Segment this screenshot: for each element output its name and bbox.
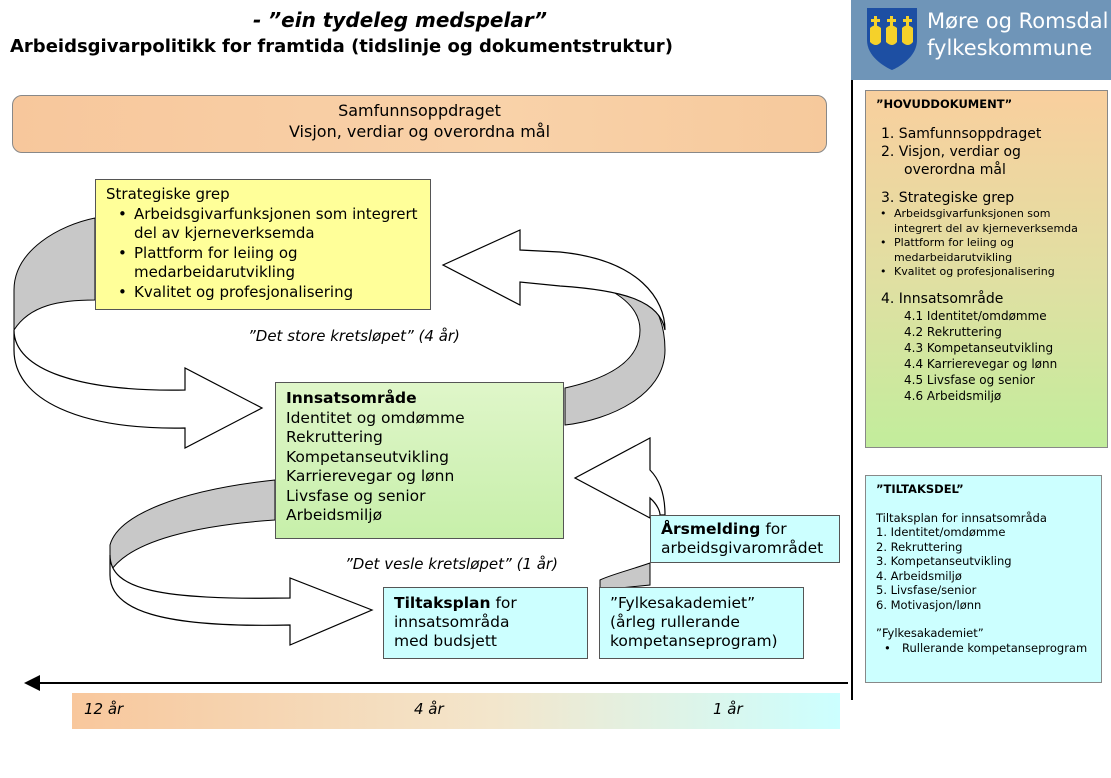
innsatsomrade-box: Innsatsområde Identitet og omdømme Rekru… [275, 382, 564, 539]
cycle-arrows [13, 217, 848, 691]
hovud-bullet: •Plattform for leiing og medarbeidarutvi… [880, 236, 1014, 264]
hovud-bullet: •Kvalitet og profesjonalisering [880, 265, 1055, 278]
innsats-item: Kompetanseutvikling [286, 447, 449, 466]
timeline-4-years: 4 år [414, 700, 444, 718]
hovud-item-2b: overordna mål [904, 162, 1006, 178]
hovud-item-2: 2. Visjon, verdiar og [881, 144, 1021, 160]
innsats-item: Arbeidsmiljø [286, 506, 383, 524]
tiltaksdel-item: 2. Rekruttering [876, 539, 963, 554]
innsats-item: Karrierevegar og lønn [286, 467, 455, 485]
strategiske-item: Kvalitet og profesjonalisering [106, 283, 420, 303]
hovud-item-4: 4. Innsatsområde [881, 290, 1004, 307]
fylke-line2: (årleg rullerande [610, 613, 740, 631]
hovud-sub: 4.5 Livsfase og senior [904, 372, 1035, 387]
tiltaksplan-bold: Tiltaksplan [394, 594, 491, 612]
innsats-item: Livsfase og senior [286, 486, 426, 505]
small-loop-band-right [599, 562, 651, 591]
tiltaksdel-item: 1. Identitet/omdømme [876, 525, 1006, 539]
big-loop-arrow-right [441, 229, 666, 331]
tiltaksplan-rest: for [490, 594, 517, 612]
tiltaksplan-line3: med budsjett [394, 632, 497, 650]
hovud-sub: 4.2 Rekruttering [904, 324, 1002, 339]
hovuddokument-panel: ”HOVUDDOKUMENT” 1. Samfunnsoppdraget 2. … [865, 90, 1108, 448]
big-loop-band [13, 217, 96, 332]
hovuddokument-heading: ”HOVUDDOKUMENT” [876, 97, 1013, 111]
timeline-arrowhead [24, 675, 40, 691]
tiltaksdel-panel: ”TILTAKSDEL” Tiltaksplan for innsatsområ… [865, 475, 1102, 683]
big-loop-arrow-left [13, 329, 264, 449]
tiltaksplan-box: Tiltaksplan for innsatsområda med budsje… [383, 587, 588, 659]
timeline-1-year: 1 år [713, 700, 743, 718]
samfunn-subtitle: Visjon, verdiar og overordna mål [288, 122, 551, 141]
small-loop-band [109, 479, 276, 574]
samfunnsoppdraget-box: Samfunnsoppdraget Visjon, verdiar og ove… [12, 95, 827, 153]
strategiske-item: Arbeidsgivarfunksjonen som integrert del… [106, 205, 420, 244]
tiltaksplan-line2: innsatsområda [394, 613, 510, 631]
hovud-item-1: 1. Samfunnsoppdraget [881, 126, 1042, 142]
tiltaksdel-item: 5. Livsfase/senior [876, 583, 977, 597]
divider-line [851, 80, 853, 700]
logo-line2: fylkeskommune [927, 36, 1093, 60]
big-loop-label: ”Det store kretsløpet” (4 år) [248, 327, 460, 345]
aarsmelding-box: Årsmelding for arbeidsgivarområdet [650, 515, 840, 563]
innsats-title: Innsatsområde [286, 389, 417, 407]
hovud-sub: 4.6 Arbeidsmiljø [904, 388, 1002, 403]
coat-of-arms-icon [867, 8, 917, 70]
samfunn-title: Samfunnsoppdraget [338, 101, 501, 120]
hovud-sub: 4.3 Kompetanseutvikling [904, 340, 1054, 355]
tiltaksdel-item: 4. Arbeidsmiljø [876, 568, 962, 583]
akademi-item: •Rullerande kompetanseprogram [884, 640, 1088, 655]
strategiske-grep-box: Strategiske grep Arbeidsgivarfunksjonen … [95, 179, 431, 310]
akademi-heading: ”Fylkesakademiet” [876, 626, 984, 640]
aarsmelding-bold: Årsmelding [661, 520, 761, 538]
timeline-12-years: 12 år [84, 700, 124, 718]
tiltaksdel-intro: Tiltaksplan for innsatsområda [876, 510, 1047, 525]
timeline-bar [72, 693, 840, 729]
hovud-sub: 4.1 Identitet/omdømme [904, 308, 1047, 323]
diagram-subtitle: - ”ein tydeleg medspelar” [253, 8, 547, 32]
logo-line1: Møre og Romsdal [927, 9, 1109, 33]
fylke-line3: kompetanseprogram) [610, 632, 778, 650]
tiltaksdel-heading: ”TILTAKSDEL” [876, 482, 964, 496]
small-loop-arrow-left [109, 554, 374, 646]
aarsmelding-line2: arbeidsgivarområdet [661, 539, 824, 557]
innsats-item: Rekruttering [286, 428, 383, 446]
hovud-item-3: 3. Strategiske grep [881, 190, 1015, 206]
hovud-sub: 4.4 Karrierevegar og lønn [904, 356, 1058, 371]
aarsmelding-rest: for [760, 520, 787, 538]
hovud-bullet: •Arbeidsgivarfunksjonen som integrert de… [880, 207, 1078, 235]
strategiske-title: Strategiske grep [106, 185, 230, 203]
tiltaksdel-item: 3. Kompetanseutvikling [876, 554, 1012, 568]
strategiske-item: Plattform for leiing og medarbeidarutvik… [106, 244, 420, 283]
small-loop-arrow-right [573, 437, 666, 519]
fylkesakademiet-box: ”Fylkesakademiet” (årleg rullerande komp… [599, 587, 804, 659]
tiltaksdel-item: 6. Motivasjon/lønn [876, 597, 982, 612]
innsats-item: Identitet og omdømme [286, 408, 465, 427]
fylke-line1: ”Fylkesakademiet” [610, 594, 756, 612]
small-loop-label: ”Det vesle kretsløpet” (1 år) [345, 555, 558, 573]
logo: Møre og Romsdal fylkeskommune [851, 0, 1111, 80]
diagram-title: Arbeidsgivarpolitikk for framtida (tidsl… [10, 36, 673, 57]
